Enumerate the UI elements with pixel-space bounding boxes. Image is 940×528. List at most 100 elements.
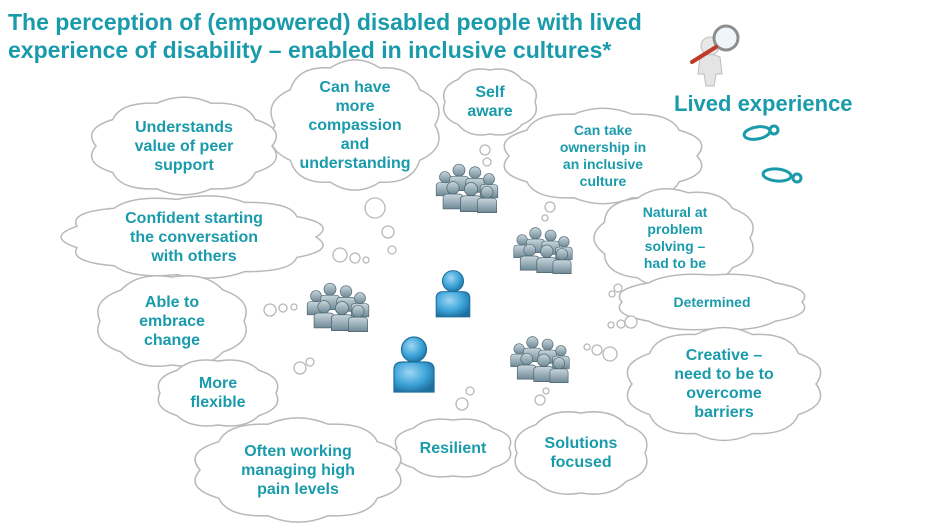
cloud-label-self-aware: Self aware bbox=[445, 83, 535, 121]
cloud-label-line: Self bbox=[475, 84, 505, 101]
thought-bubble-dot bbox=[362, 256, 370, 264]
thought-bubble-dot bbox=[381, 225, 395, 239]
cloud-label-line: ownership in bbox=[559, 139, 647, 155]
cloud-label-solutions: Solutions focused bbox=[517, 434, 645, 472]
thought-bubble-dot bbox=[624, 315, 638, 329]
thought-bubble-dot bbox=[608, 290, 616, 298]
thought-bubble-dot bbox=[455, 397, 469, 411]
page-title: The perception of (empowered) disabled p… bbox=[8, 8, 708, 64]
cloud-label-determined: Determined bbox=[622, 294, 802, 311]
thought-bubble-dot bbox=[479, 144, 491, 156]
cloud-label-line: More bbox=[198, 375, 238, 392]
thought-bubble-dot bbox=[541, 214, 549, 222]
cloud-label-line: solving – bbox=[644, 238, 706, 254]
cloud-label-line: pain levels bbox=[257, 480, 339, 498]
thought-cloud-peer-support bbox=[91, 96, 277, 196]
cloud-label-line: value of peer bbox=[134, 137, 234, 155]
thought-cloud-creative bbox=[626, 326, 822, 442]
cloud-label-line: and bbox=[340, 135, 370, 153]
cloud-label-line: Often working bbox=[244, 442, 352, 460]
thought-cloud-determined bbox=[618, 273, 806, 331]
cloud-label-line: compassion bbox=[308, 116, 402, 134]
title-line-2: experience of disability – enabled in in… bbox=[8, 37, 612, 63]
thought-bubble-dot bbox=[591, 344, 603, 356]
cloud-label-line: managing high bbox=[241, 461, 355, 479]
cloud-label-line: flexible bbox=[190, 394, 246, 411]
cloud-label-line: problem bbox=[647, 221, 703, 237]
thought-bubble-dot bbox=[278, 303, 288, 313]
cloud-label-line: change bbox=[143, 331, 200, 349]
thought-bubble-dot bbox=[263, 303, 277, 317]
cloud-label-flexible: More flexible bbox=[160, 374, 276, 412]
person-icon bbox=[435, 270, 471, 318]
cloud-label-line: Natural at bbox=[642, 204, 708, 220]
thought-bubble-dot bbox=[293, 361, 307, 375]
cloud-label-resilient: Resilient bbox=[397, 439, 509, 458]
cloud-label-line: more bbox=[335, 97, 375, 115]
cloud-label-line: Determined bbox=[673, 293, 751, 310]
thought-cloud-confident bbox=[60, 195, 324, 279]
thought-bubble-dot bbox=[613, 283, 623, 293]
thought-bubble-dot bbox=[482, 157, 492, 167]
thought-cloud-flexible bbox=[157, 359, 279, 427]
thought-cloud-self-aware bbox=[442, 68, 538, 136]
cloud-label-line: an inclusive bbox=[562, 156, 644, 172]
thought-clouds bbox=[60, 59, 822, 523]
magnifier-person-icon bbox=[690, 24, 740, 87]
people-group-icon bbox=[435, 163, 499, 213]
cloud-label-line: need to be to bbox=[674, 366, 774, 383]
people-group-icon bbox=[510, 336, 570, 383]
thought-bubble-dot bbox=[607, 321, 615, 329]
thought-bubble-dot bbox=[332, 247, 348, 263]
cloud-label-line: Understands bbox=[135, 118, 233, 136]
thought-bubble-dot bbox=[349, 252, 361, 264]
cloud-label-line: Creative – bbox=[685, 347, 763, 364]
cloud-label-line: culture bbox=[579, 173, 627, 189]
thought-bubble-dot bbox=[534, 394, 546, 406]
cloud-label-line: embrace bbox=[139, 312, 205, 330]
thought-bubble-dot bbox=[364, 197, 386, 219]
cloud-label-line: Confident starting bbox=[125, 209, 263, 227]
footprints-icon bbox=[742, 124, 803, 184]
cloud-label-line: Able to bbox=[144, 293, 200, 311]
thought-bubble-dot bbox=[465, 386, 475, 396]
thought-bubble-dot bbox=[305, 357, 315, 367]
people-group-icon bbox=[306, 282, 370, 332]
cloud-label-line: support bbox=[154, 156, 214, 174]
cloud-label-line: had to be bbox=[643, 255, 707, 271]
thought-cloud-compassion bbox=[270, 59, 440, 191]
cloud-label-line: Can take bbox=[573, 122, 633, 138]
thought-bubble-dot bbox=[544, 201, 556, 213]
cloud-label-line: Resilient bbox=[419, 439, 487, 457]
cloud-label-line: focused bbox=[550, 454, 612, 471]
cloud-label-line: aware bbox=[467, 103, 513, 120]
person-icon bbox=[393, 336, 435, 393]
thought-bubble-dot bbox=[602, 346, 618, 362]
cloud-label-line: barriers bbox=[694, 404, 754, 421]
thought-bubble-dot bbox=[616, 319, 626, 329]
cloud-label-line: understanding bbox=[299, 154, 411, 172]
cloud-label-line: with others bbox=[151, 247, 237, 265]
cloud-label-line: the conversation bbox=[129, 228, 259, 246]
people-group-icon bbox=[513, 227, 573, 274]
thought-cloud-resilient bbox=[394, 418, 512, 478]
thought-bubble-dot bbox=[290, 303, 298, 311]
cloud-label-line: Can have bbox=[319, 78, 391, 96]
title-line-1: The perception of (empowered) disabled p… bbox=[8, 9, 642, 35]
cloud-label-line: overcome bbox=[686, 385, 762, 402]
cloud-label-creative: Creative – need to be to overcome barriers bbox=[632, 346, 816, 422]
thought-bubble-dot bbox=[542, 387, 550, 395]
thought-bubble-dot bbox=[583, 343, 591, 351]
cloud-label-line: Solutions bbox=[544, 435, 618, 452]
thought-cloud-pain-levels bbox=[194, 417, 402, 523]
thought-bubble-dot bbox=[387, 245, 397, 255]
thought-cloud-solutions bbox=[514, 411, 648, 495]
